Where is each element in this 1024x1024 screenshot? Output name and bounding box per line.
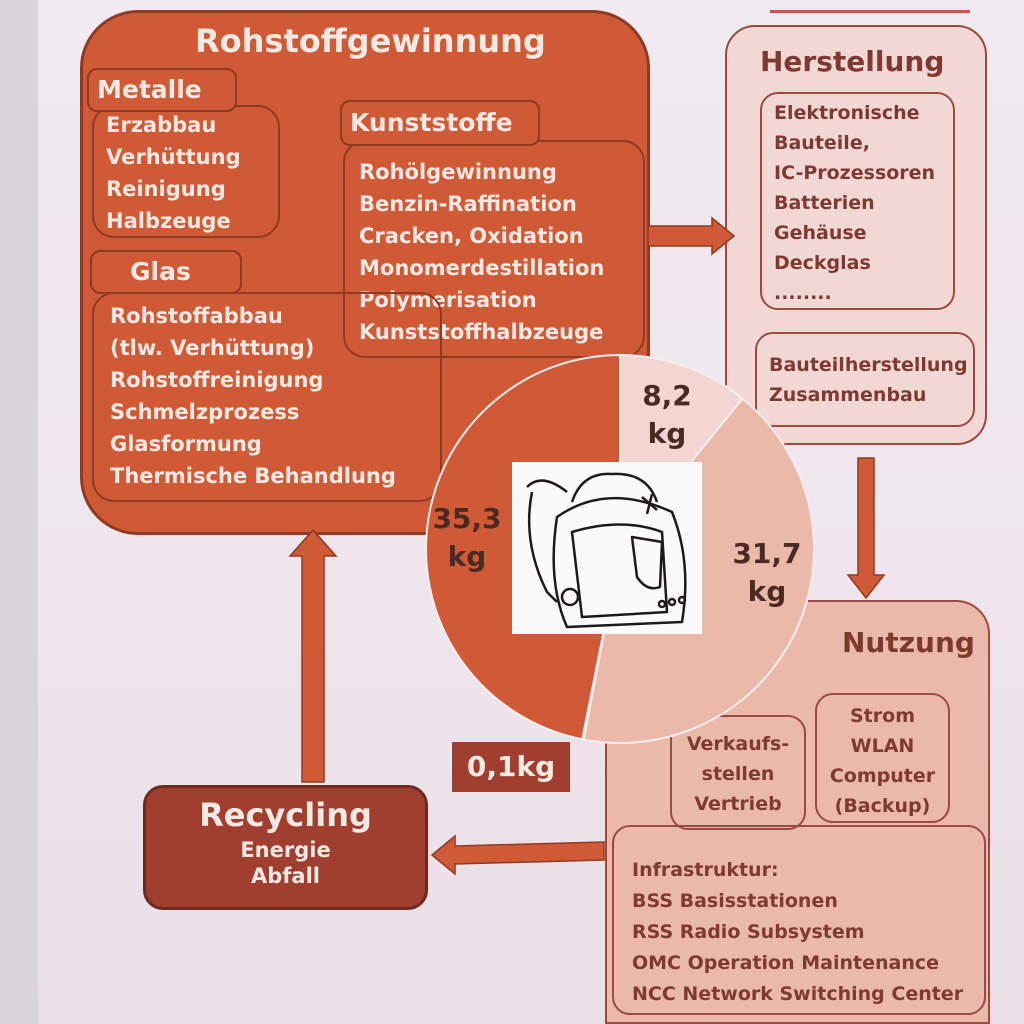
arrow-down-icon <box>846 457 886 600</box>
glas-item: Rohstoffabbau <box>110 304 283 328</box>
herstellung-title: Herstellung <box>760 45 945 78</box>
strom-item: Strom <box>850 705 915 727</box>
infrastruktur-item: NCC Network Switching Center <box>632 983 964 1005</box>
backpack-icon <box>526 472 687 629</box>
infrastruktur-item: OMC Operation Maintenance <box>632 952 939 974</box>
metalle-item: Reinigung <box>106 177 226 201</box>
kunststoffe-item: Cracken, Oxidation <box>359 224 584 248</box>
recycling-item: Energie <box>240 838 331 862</box>
recycling-value-badge: 0,1kg <box>452 742 570 792</box>
herstellung-item: Bauteile, <box>774 132 870 154</box>
arrow-left-icon <box>430 834 605 876</box>
herstellung-item: Batterien <box>774 192 875 214</box>
metalle-item: Erzabbau <box>106 113 217 137</box>
verkauf-item: stellen <box>701 763 775 785</box>
strom-box: Strom WLAN Computer (Backup) <box>815 693 950 823</box>
herstellung-sub-item: Zusammenbau <box>769 384 927 406</box>
recycling-item: Abfall <box>251 864 320 888</box>
glas-item: Glasformung <box>110 432 262 456</box>
kunststoffe-item: Kunststoffhalbzeuge <box>359 320 604 344</box>
kunststoffe-item: Benzin-Raffination <box>359 192 577 216</box>
glas-item: Schmelzprozess <box>110 400 300 424</box>
infrastruktur-box: Infrastruktur: BSS Basisstationen RSS Ra… <box>612 825 986 1015</box>
herstellung-sub: Bauteilherstellung Zusammenbau <box>755 332 975 427</box>
glas-item: (tlw. Verhüttung) <box>110 336 315 360</box>
glas-item: Thermische Behandlung <box>110 464 396 488</box>
strom-item: Computer <box>829 765 936 787</box>
nutzung-title: Nutzung <box>842 626 975 659</box>
metalle-item: Halbzeuge <box>106 209 231 233</box>
pie-label-rohstoff: 35,3 kg <box>432 502 502 573</box>
kunststoffe-item: Rohölgewinnung <box>359 160 557 184</box>
metalle-item: Verhüttung <box>106 145 241 169</box>
arrow-up-icon <box>288 528 338 783</box>
kunststoffe-tab: Kunststoffe <box>340 100 540 146</box>
verkauf-box: Verkaufs- stellen Vertrieb <box>670 715 806 830</box>
infrastruktur-title: Infrastruktur: <box>632 859 779 881</box>
herstellung-item: IC-Prozessoren <box>774 162 936 184</box>
glas-tab: Glas <box>90 250 242 294</box>
herstellung-item: Deckglas <box>774 252 871 274</box>
infrastruktur-item: RSS Radio Subsystem <box>632 921 865 943</box>
herstellung-item: Elektronische <box>774 102 920 124</box>
kunststoffe-item: Monomerdestillation <box>359 256 605 280</box>
infrastruktur-item: BSS Basisstationen <box>632 890 838 912</box>
herstellung-list: Elektronische Bauteile, IC-Prozessoren B… <box>760 92 955 310</box>
verkauf-item: Verkaufs- <box>686 733 790 755</box>
herstellung-sub-item: Bauteilherstellung <box>769 354 968 376</box>
strom-item: WLAN <box>850 735 915 757</box>
metalle-tab: Metalle <box>87 68 237 112</box>
recycling-box: Recycling Energie Abfall <box>143 785 428 910</box>
herstellung-item: Gehäuse <box>774 222 867 244</box>
glas-panel: Rohstoffabbau (tlw. Verhüttung) Rohstoff… <box>92 292 442 502</box>
pie-label-nutzung: 31,7 kg <box>732 537 802 608</box>
arrow-right-icon <box>647 216 736 256</box>
backpack-frame <box>512 462 702 634</box>
metalle-panel: Erzabbau Verhüttung Reinigung Halbzeuge <box>92 105 280 238</box>
strom-item: (Backup) <box>834 795 931 817</box>
rohstoffgewinnung-title: Rohstoffgewinnung <box>195 22 546 60</box>
herstellung-item: ........ <box>774 282 832 304</box>
recycling-title: Recycling <box>199 796 372 834</box>
pie-label-herstellung: 8,2 kg <box>642 379 692 450</box>
header-rule <box>770 10 970 13</box>
verkauf-item: Vertrieb <box>694 793 782 815</box>
glas-item: Rohstoffreinigung <box>110 368 324 392</box>
